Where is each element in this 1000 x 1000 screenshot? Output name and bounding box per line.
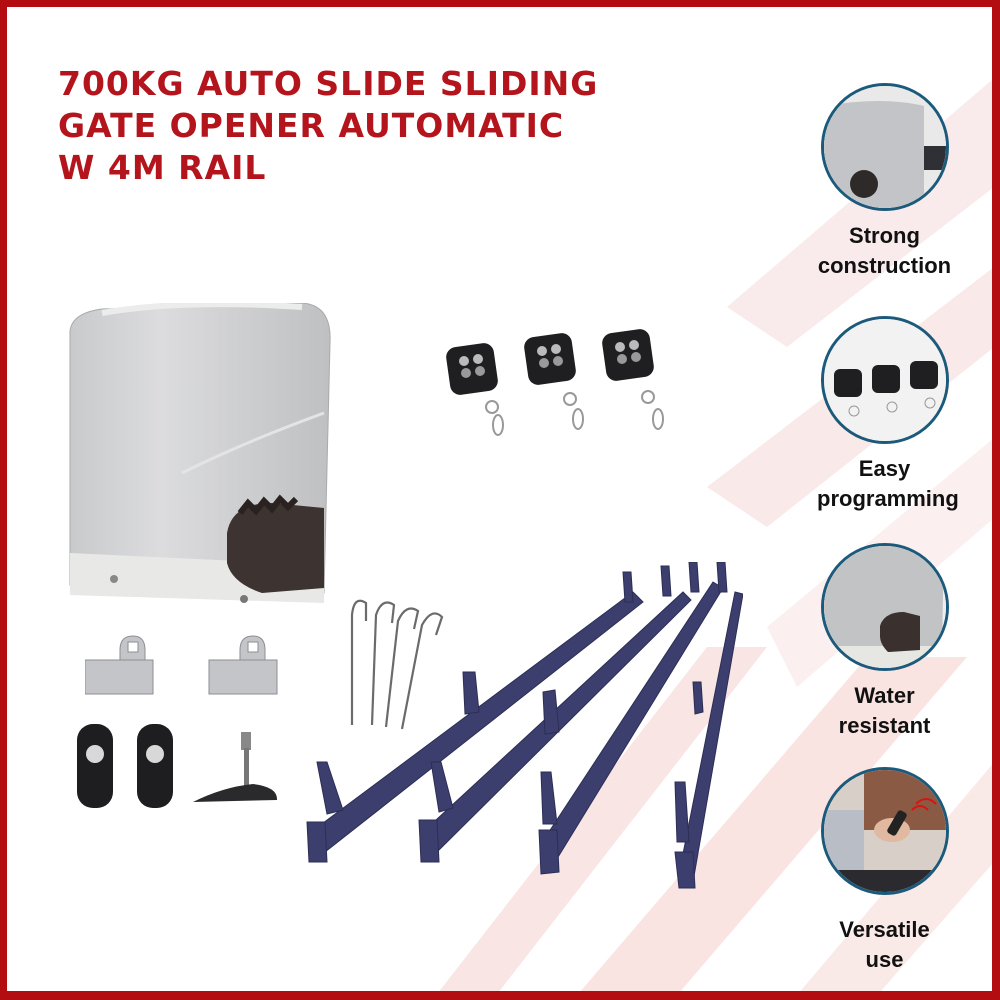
product-title: 700KG AUTO SLIDE SLIDING GATE OPENER AUT… (58, 63, 618, 189)
title-line-1: 700KG AUTO SLIDE SLIDING (58, 64, 599, 103)
feature-label: Easy programming (817, 456, 959, 511)
feature-label: Strong construction (817, 223, 952, 278)
feature-water-resistant: Water resistant (817, 543, 952, 741)
limit-magnets-image (77, 724, 173, 808)
remote-controls-image (446, 329, 664, 436)
title-line-2: GATE OPENER AUTOMATIC (58, 106, 565, 145)
gear-rack-rails-image (306, 562, 743, 889)
feature-versatile-use: Versatile use (817, 767, 952, 975)
feature-label: Water resistant (838, 683, 931, 738)
feature-strong-construction: Strong construction (817, 83, 952, 281)
anchor-hooks-image (350, 599, 444, 730)
release-key-image (193, 732, 278, 802)
motor-closeup-icon (820, 83, 949, 211)
remote-controls-icon (820, 316, 949, 444)
title-line-3: W 4M RAIL (58, 148, 267, 187)
feature-label: Versatile use (839, 917, 930, 972)
gate-motor-image (69, 303, 331, 603)
hand-remote-icon (820, 767, 949, 895)
feature-easy-programming: Easy programming (817, 316, 959, 514)
mounting-brackets-image (85, 635, 278, 695)
motor-gear-icon (820, 543, 949, 671)
